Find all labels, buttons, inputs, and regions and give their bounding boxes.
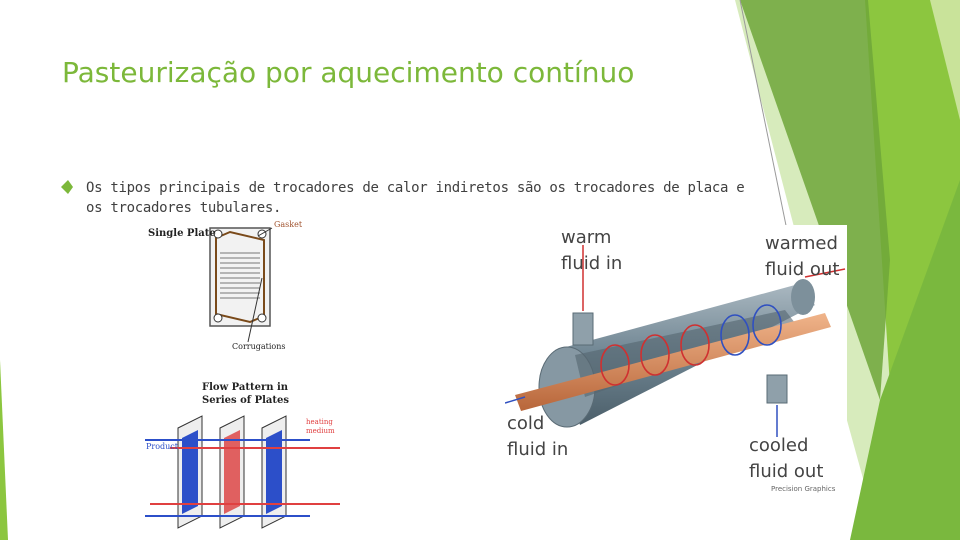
warm-fluid-in-line1: warm [561,227,612,248]
flow-title-line1: Flow Pattern in [202,382,289,393]
slide-title: Pasteurização por aquecimento contínuo [62,56,635,89]
diamond-arrow-icon [61,180,73,194]
cold-fluid-in-line2: fluid in [507,439,569,460]
cooled-fluid-out-line1: cooled [749,435,809,456]
tube-exchanger-figure: warm fluid in warmed fluid out cold flui… [504,225,847,497]
warm-fluid-in-line2: fluid in [561,253,623,274]
warmed-fluid-out-line2: fluid out [765,259,840,280]
product-label: Product [146,442,178,451]
bullet-text: Os tipos principais de trocadores de cal… [86,180,745,216]
heating-label-line1: heating [306,418,333,426]
single-plate-label: Single Plate [148,228,216,239]
plate-diagram [145,227,340,529]
gasket-label: Gasket [274,220,303,229]
plate-exchanger-figure: Single Plate Gasket Corrugations Flow Pa… [140,218,340,538]
heating-label-line2: medium [306,427,335,435]
image-credit: Precision Graphics [771,485,836,493]
corrugations-label: Corrugations [232,342,286,351]
cold-fluid-in-line1: cold [507,413,545,434]
tube-diagram [504,245,846,437]
cooled-fluid-out-line2: fluid out [749,461,824,482]
warmed-fluid-out-line1: warmed [765,233,838,254]
flow-title-line2: Series of Plates [202,395,289,406]
